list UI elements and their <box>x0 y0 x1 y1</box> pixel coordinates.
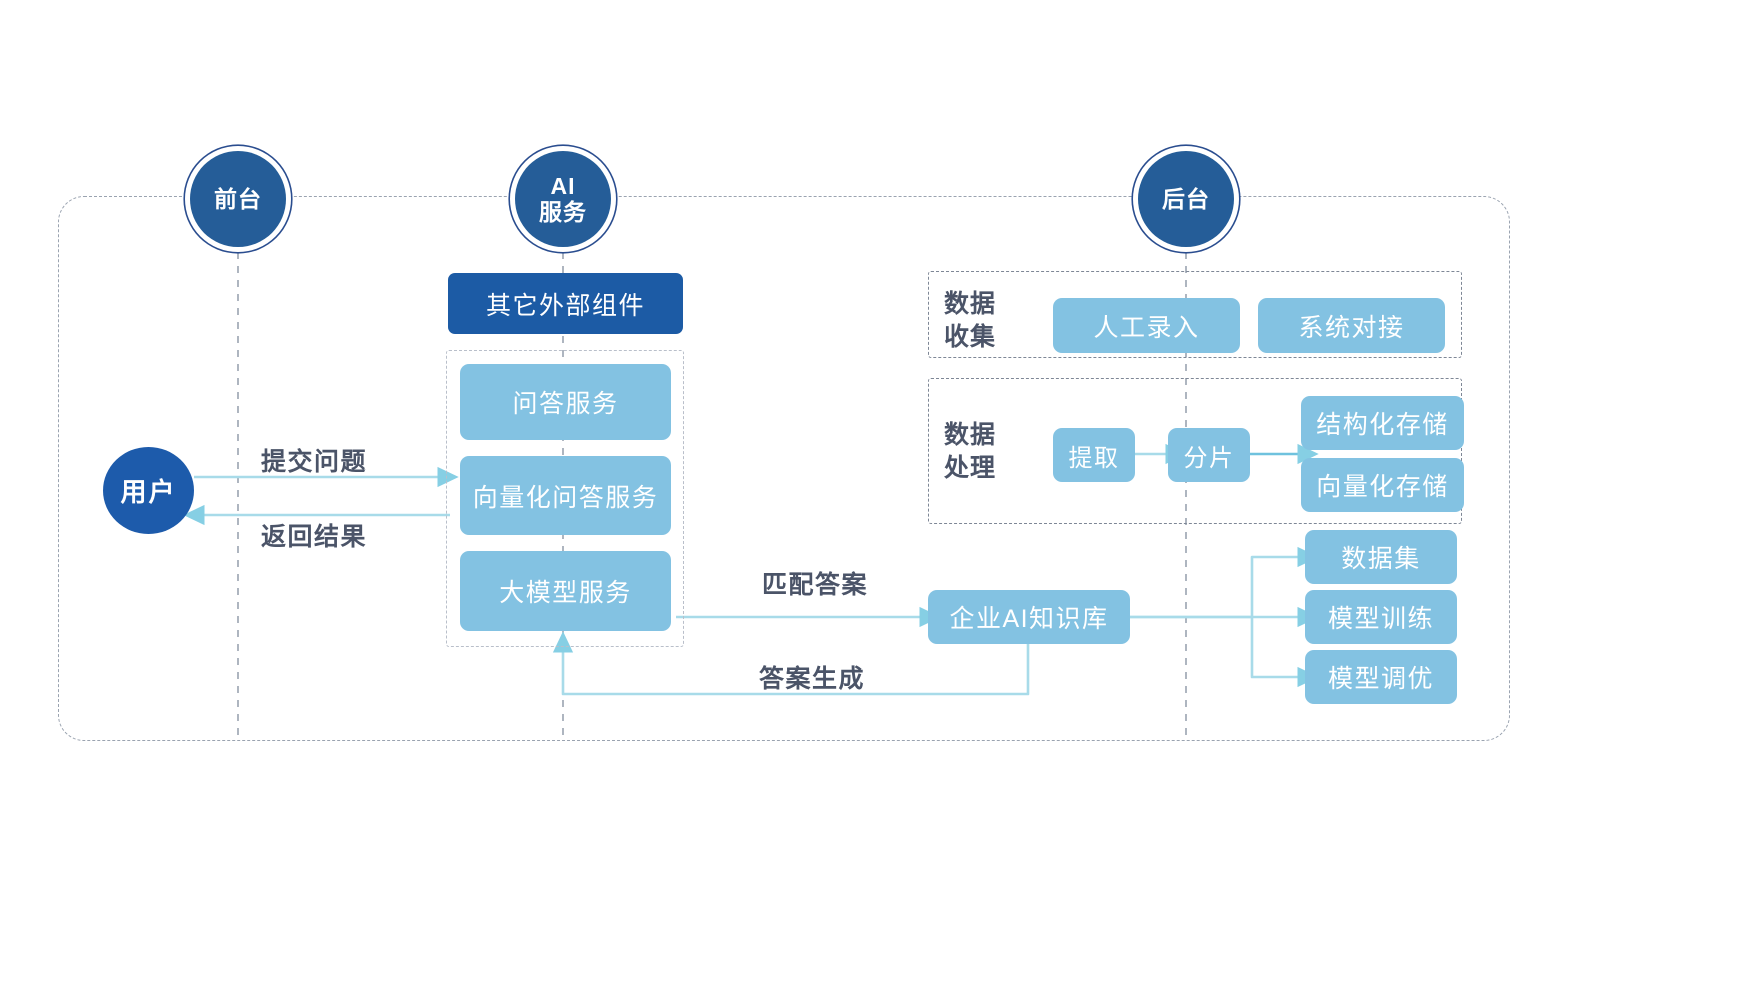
node-chunking-label: 分片 <box>1183 444 1235 472</box>
node-user[interactable]: 用户 <box>103 447 194 534</box>
node-manual-entry[interactable]: 人工录入 <box>1053 298 1240 353</box>
node-qa-service-label: 问答服务 <box>512 390 619 418</box>
node-structured-storage[interactable]: 结构化存储 <box>1301 396 1464 450</box>
lane-circle-backend: 后台 <box>1138 151 1234 247</box>
group-data-processing <box>928 378 1462 524</box>
group-data-collection-label-line1: 数据 <box>944 290 997 318</box>
lane-circle-ai-service: AI 服务 <box>515 151 611 247</box>
node-vector-qa-service-label: 向量化问答服务 <box>472 483 659 512</box>
node-structured-storage-label: 结构化存储 <box>1316 411 1449 439</box>
group-data-processing-label-line1: 数据 <box>944 421 997 449</box>
lane-label-frontend-line1: 前台 <box>214 185 262 212</box>
edge-label-match-answer: 匹配答案 <box>762 571 869 599</box>
node-model-training[interactable]: 模型训练 <box>1305 590 1457 644</box>
lane-label-ai-line1: AI <box>550 172 576 199</box>
node-vector-storage-label: 向量化存储 <box>1316 473 1449 501</box>
node-model-training-label: 模型训练 <box>1327 605 1434 633</box>
group-data-collection-label-line2: 收集 <box>944 323 997 351</box>
node-model-tuning-label: 模型调优 <box>1327 665 1434 693</box>
group-data-collection-label: 数据 收集 <box>944 288 996 354</box>
node-llm-service-label: 大模型服务 <box>499 579 632 607</box>
node-system-integration-label: 系统对接 <box>1298 313 1405 342</box>
architecture-outer-frame <box>58 196 1510 741</box>
node-model-tuning[interactable]: 模型调优 <box>1305 650 1457 704</box>
node-llm-service[interactable]: 大模型服务 <box>460 551 671 631</box>
node-qa-service[interactable]: 问答服务 <box>460 364 671 440</box>
edge-label-generate-answer: 答案生成 <box>759 665 866 693</box>
edge-label-submit-question: 提交问题 <box>261 448 368 476</box>
node-enterprise-knowledge-base-label: 企业AI知识库 <box>949 605 1109 633</box>
edge-label-return-result: 返回结果 <box>261 523 368 551</box>
node-vector-storage[interactable]: 向量化存储 <box>1301 458 1464 512</box>
group-ai-services <box>446 350 684 647</box>
lane-label-ai-line2: 服务 <box>539 199 587 225</box>
lane-circle-frontend: 前台 <box>190 151 286 247</box>
group-data-processing-label: 数据 处理 <box>944 419 996 485</box>
node-extract[interactable]: 提取 <box>1053 428 1135 482</box>
node-user-label: 用户 <box>120 477 177 507</box>
node-dataset[interactable]: 数据集 <box>1305 530 1457 584</box>
node-vector-qa-service[interactable]: 向量化问答服务 <box>460 456 671 535</box>
node-enterprise-knowledge-base[interactable]: 企业AI知识库 <box>928 590 1130 644</box>
node-dataset-label: 数据集 <box>1341 545 1421 573</box>
node-extract-label: 提取 <box>1068 444 1120 472</box>
node-external-component-label: 其它外部组件 <box>485 291 645 320</box>
group-data-processing-label-line2: 处理 <box>944 454 997 482</box>
group-data-collection <box>928 271 1462 358</box>
node-system-integration[interactable]: 系统对接 <box>1258 298 1445 353</box>
node-external-component[interactable]: 其它外部组件 <box>448 273 683 334</box>
lane-label-backend-line1: 后台 <box>1162 185 1210 212</box>
node-manual-entry-label: 人工录入 <box>1093 313 1200 342</box>
node-chunking[interactable]: 分片 <box>1168 428 1250 482</box>
